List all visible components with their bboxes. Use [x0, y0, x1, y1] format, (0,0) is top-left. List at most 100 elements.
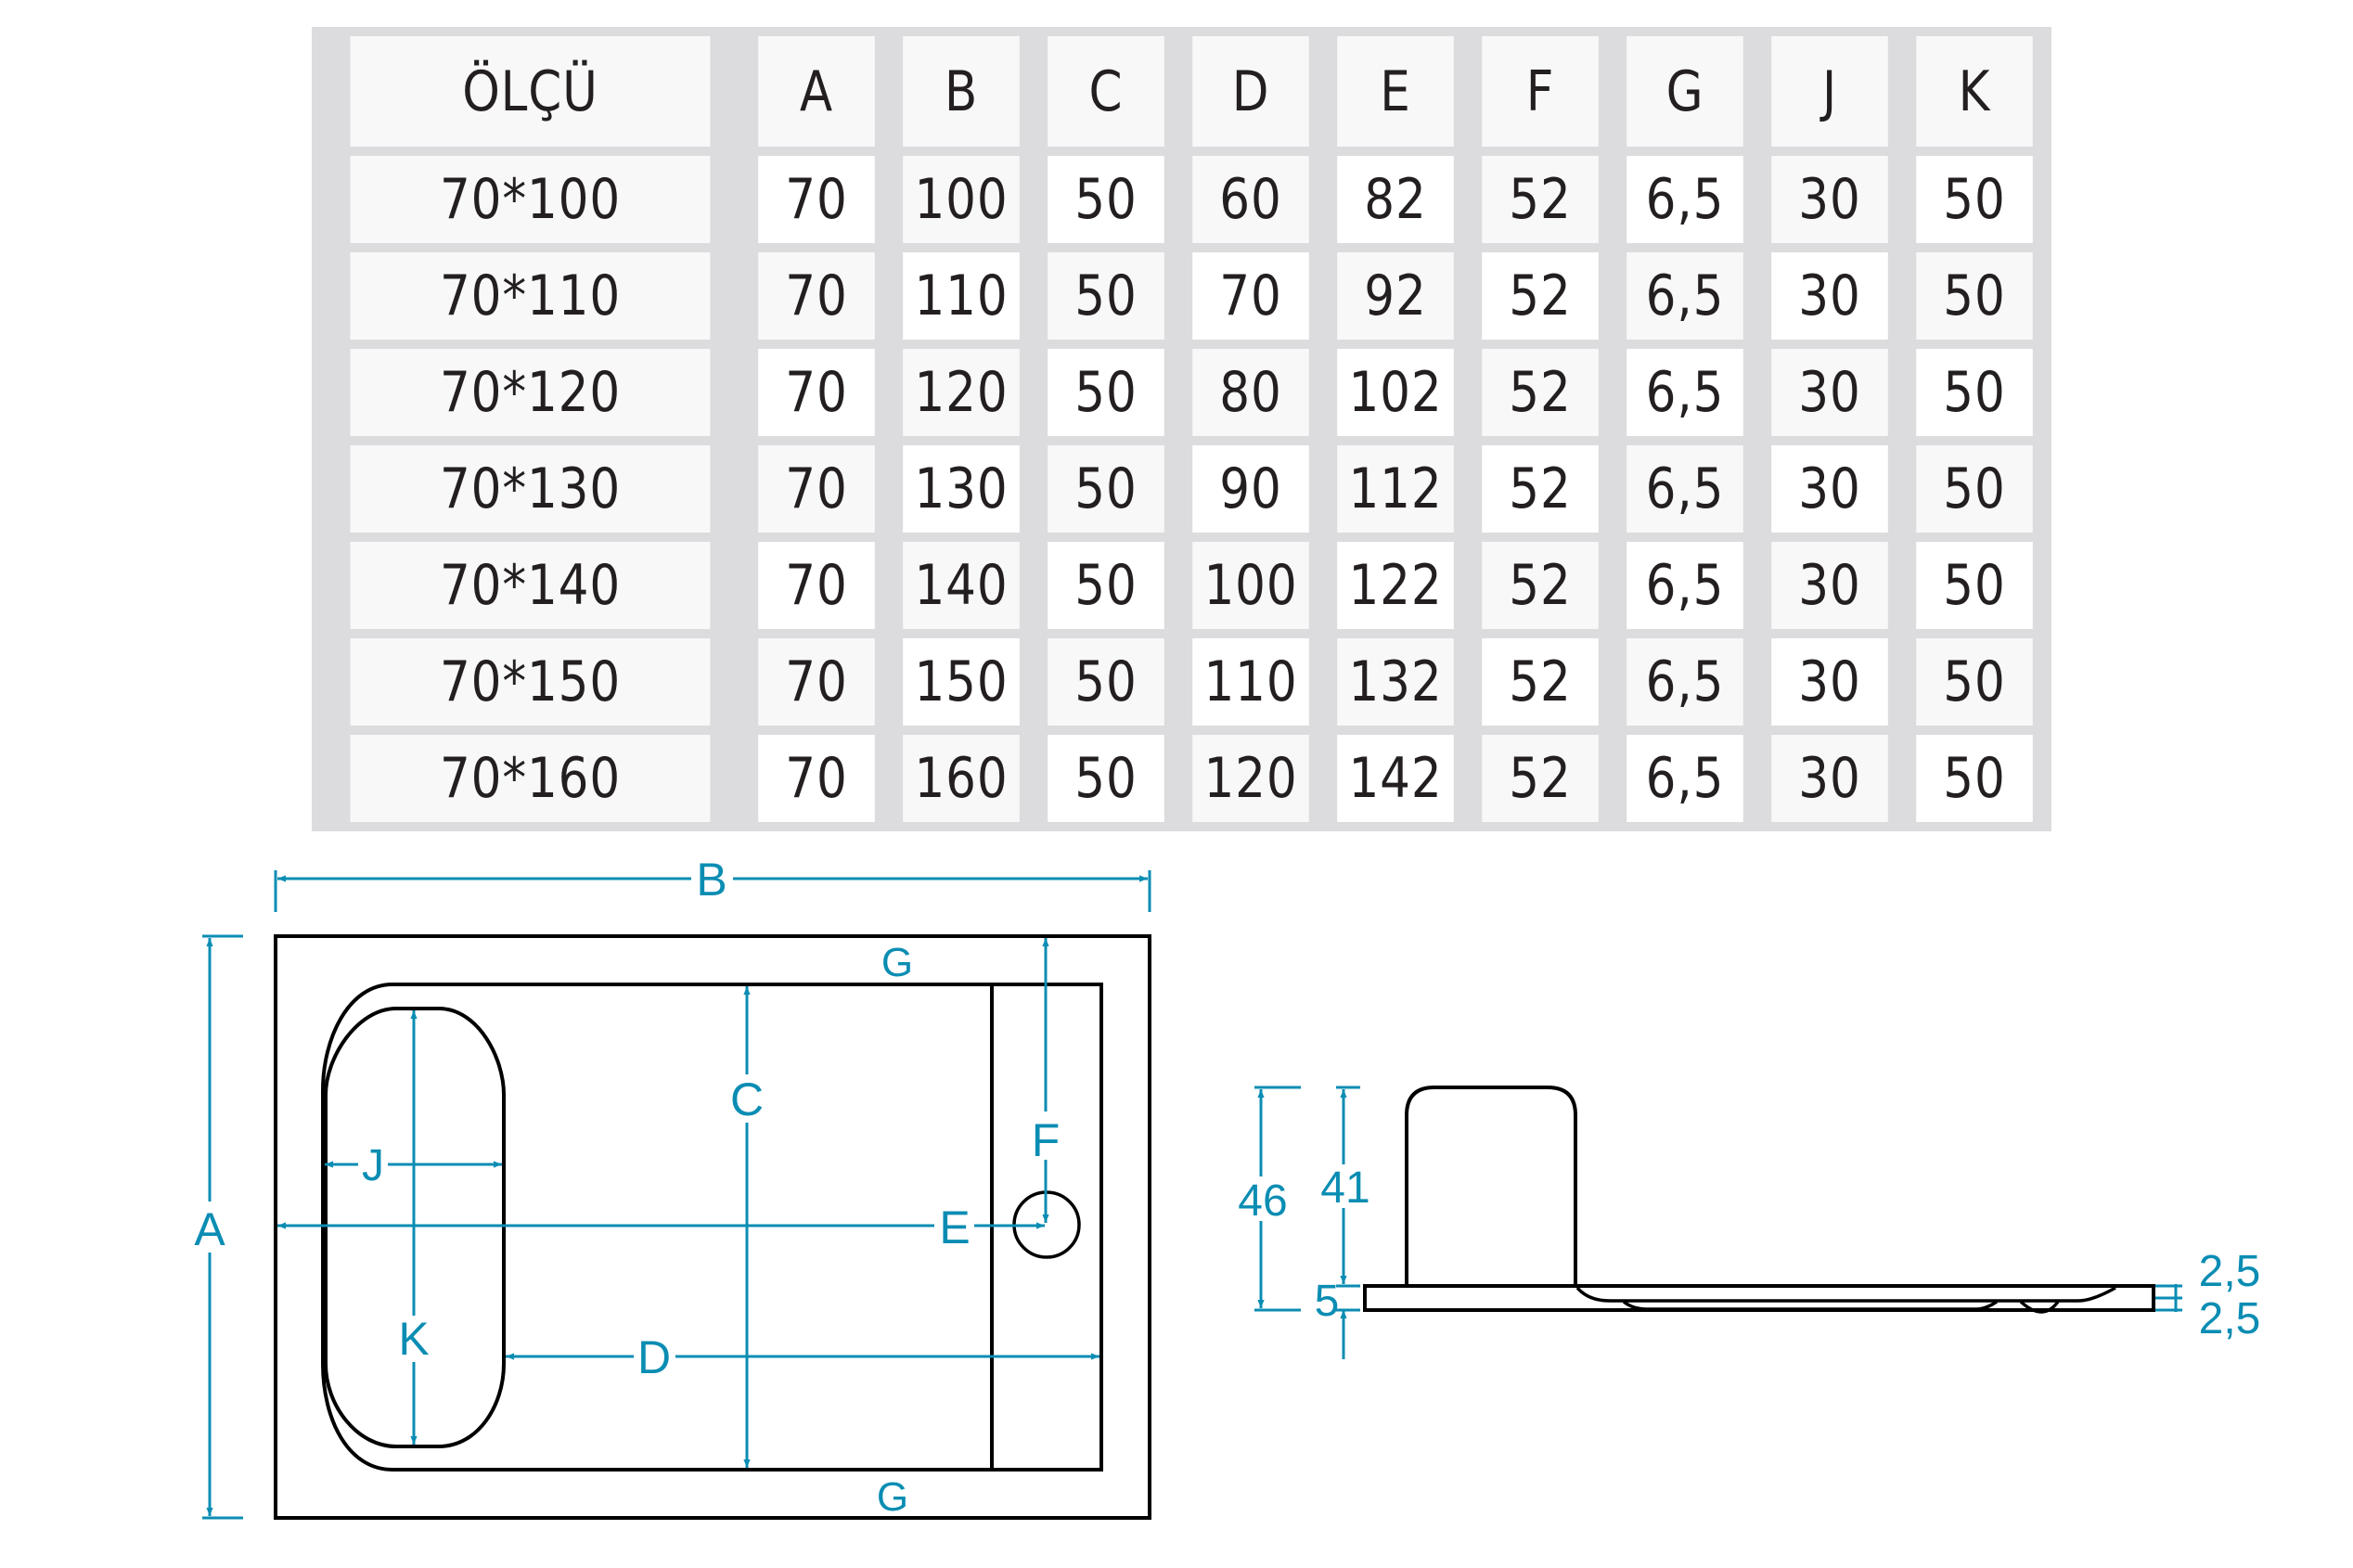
value-cell-g: 6,5 [1627, 156, 1743, 243]
header-d: D [1192, 36, 1309, 147]
size-cell: 70*150 [350, 638, 711, 726]
value-cell-j: 30 [1771, 252, 1888, 340]
value-cell-a: 70 [758, 735, 875, 822]
value-cell-k: 50 [1916, 252, 2033, 340]
dimension-table: ÖLÇÜ A B C D E F G J K 70*100 70 100 50 60 82… [312, 27, 2051, 831]
value-cell-f: 52 [1482, 542, 1599, 629]
dimension-total-height [1254, 1086, 1301, 1312]
value-cell-c: 50 [1048, 349, 1164, 436]
dimension-rim [2155, 1284, 2182, 1312]
value-cell-b: 160 [903, 735, 1020, 822]
value-cell-e: 142 [1337, 735, 1454, 822]
value-cell-k: 50 [1916, 638, 2033, 726]
size-cell: 70*140 [350, 542, 711, 629]
label-a: A [194, 1203, 225, 1255]
tray-inner-basin [321, 983, 1103, 1472]
drain-bump-profile [2019, 1300, 2060, 1314]
basin-bottom-profile [1622, 1300, 1998, 1311]
value-cell-k: 50 [1916, 542, 2033, 629]
value-cell-b: 130 [903, 445, 1020, 533]
label-rim-top: 2,5 [2199, 1247, 2261, 1296]
value-cell-k: 50 [1916, 735, 2033, 822]
value-cell-j: 30 [1771, 156, 1888, 243]
value-cell-e: 112 [1337, 445, 1454, 533]
plan-view: B A C D E F [194, 854, 1151, 1520]
header-c: C [1048, 36, 1164, 147]
backrest-profile [1405, 1086, 1577, 1286]
size-cell: 70*130 [350, 445, 711, 533]
value-cell-g: 6,5 [1627, 542, 1743, 629]
value-cell-b: 110 [903, 252, 1020, 340]
dimension-backrest-height [1336, 1086, 1360, 1359]
value-cell-g: 6,5 [1627, 735, 1743, 822]
value-cell-c: 50 [1048, 252, 1164, 340]
value-cell-f: 52 [1482, 349, 1599, 436]
value-cell-f: 52 [1482, 735, 1599, 822]
value-cell-f: 52 [1482, 156, 1599, 243]
header-k: K [1916, 36, 2033, 147]
header-olcu: ÖLÇÜ [350, 36, 711, 147]
value-cell-a: 70 [758, 638, 875, 726]
dimension-b [274, 870, 1151, 912]
value-cell-k: 50 [1916, 156, 2033, 243]
value-cell-j: 30 [1771, 638, 1888, 726]
value-cell-b: 120 [903, 349, 1020, 436]
base-slab [1363, 1284, 2155, 1312]
size-cell: 70*120 [350, 349, 711, 436]
label-backrest-height: 41 [1320, 1163, 1369, 1213]
value-cell-g: 6,5 [1627, 445, 1743, 533]
value-cell-g: 6,5 [1627, 638, 1743, 726]
value-cell-f: 52 [1482, 252, 1599, 340]
label-g-top: G [881, 940, 913, 985]
value-cell-c: 50 [1048, 542, 1164, 629]
value-cell-a: 70 [758, 542, 875, 629]
value-cell-a: 70 [758, 445, 875, 533]
size-cell: 70*100 [350, 156, 711, 243]
seat-capsule [324, 1007, 506, 1448]
value-cell-b: 150 [903, 638, 1020, 726]
value-cell-f: 52 [1482, 445, 1599, 533]
value-cell-g: 6,5 [1627, 349, 1743, 436]
value-cell-a: 70 [758, 156, 875, 243]
label-rim-bottom: 2,5 [2199, 1294, 2261, 1343]
tray-outer-outline [274, 934, 1151, 1520]
value-cell-f: 52 [1482, 638, 1599, 726]
value-cell-j: 30 [1771, 542, 1888, 629]
value-cell-k: 50 [1916, 445, 2033, 533]
value-cell-e: 82 [1337, 156, 1454, 243]
table-header-row: ÖLÇÜ A B C D E F G J K [321, 36, 2042, 147]
basin-profile [1575, 1286, 2116, 1303]
value-cell-c: 50 [1048, 156, 1164, 243]
label-g-bottom: G [877, 1474, 908, 1520]
value-cell-d: 60 [1192, 156, 1309, 243]
value-cell-j: 30 [1771, 349, 1888, 436]
value-cell-e: 122 [1337, 542, 1454, 629]
value-cell-k: 50 [1916, 349, 2033, 436]
size-cell: 70*110 [350, 252, 711, 340]
table-body: 70*100 70 100 50 60 82 52 6,5 30 50 70*110 70 110 50 7… [321, 156, 2042, 822]
value-cell-j: 30 [1771, 735, 1888, 822]
header-j: J [1771, 36, 1888, 147]
value-cell-a: 70 [758, 252, 875, 340]
label-k: K [398, 1313, 429, 1365]
value-cell-d: 70 [1192, 252, 1309, 340]
label-j: J [362, 1141, 384, 1190]
header-g: G [1627, 36, 1743, 147]
value-cell-c: 50 [1048, 445, 1164, 533]
label-f: F [1032, 1114, 1061, 1166]
label-base-thickness: 5 [1315, 1277, 1340, 1326]
value-cell-e: 102 [1337, 349, 1454, 436]
value-cell-j: 30 [1771, 445, 1888, 533]
label-b: B [696, 854, 726, 906]
value-cell-d: 110 [1192, 638, 1309, 726]
value-cell-e: 132 [1337, 638, 1454, 726]
label-c: C [730, 1073, 764, 1125]
value-cell-g: 6,5 [1627, 252, 1743, 340]
label-e: E [939, 1202, 970, 1253]
value-cell-d: 100 [1192, 542, 1309, 629]
